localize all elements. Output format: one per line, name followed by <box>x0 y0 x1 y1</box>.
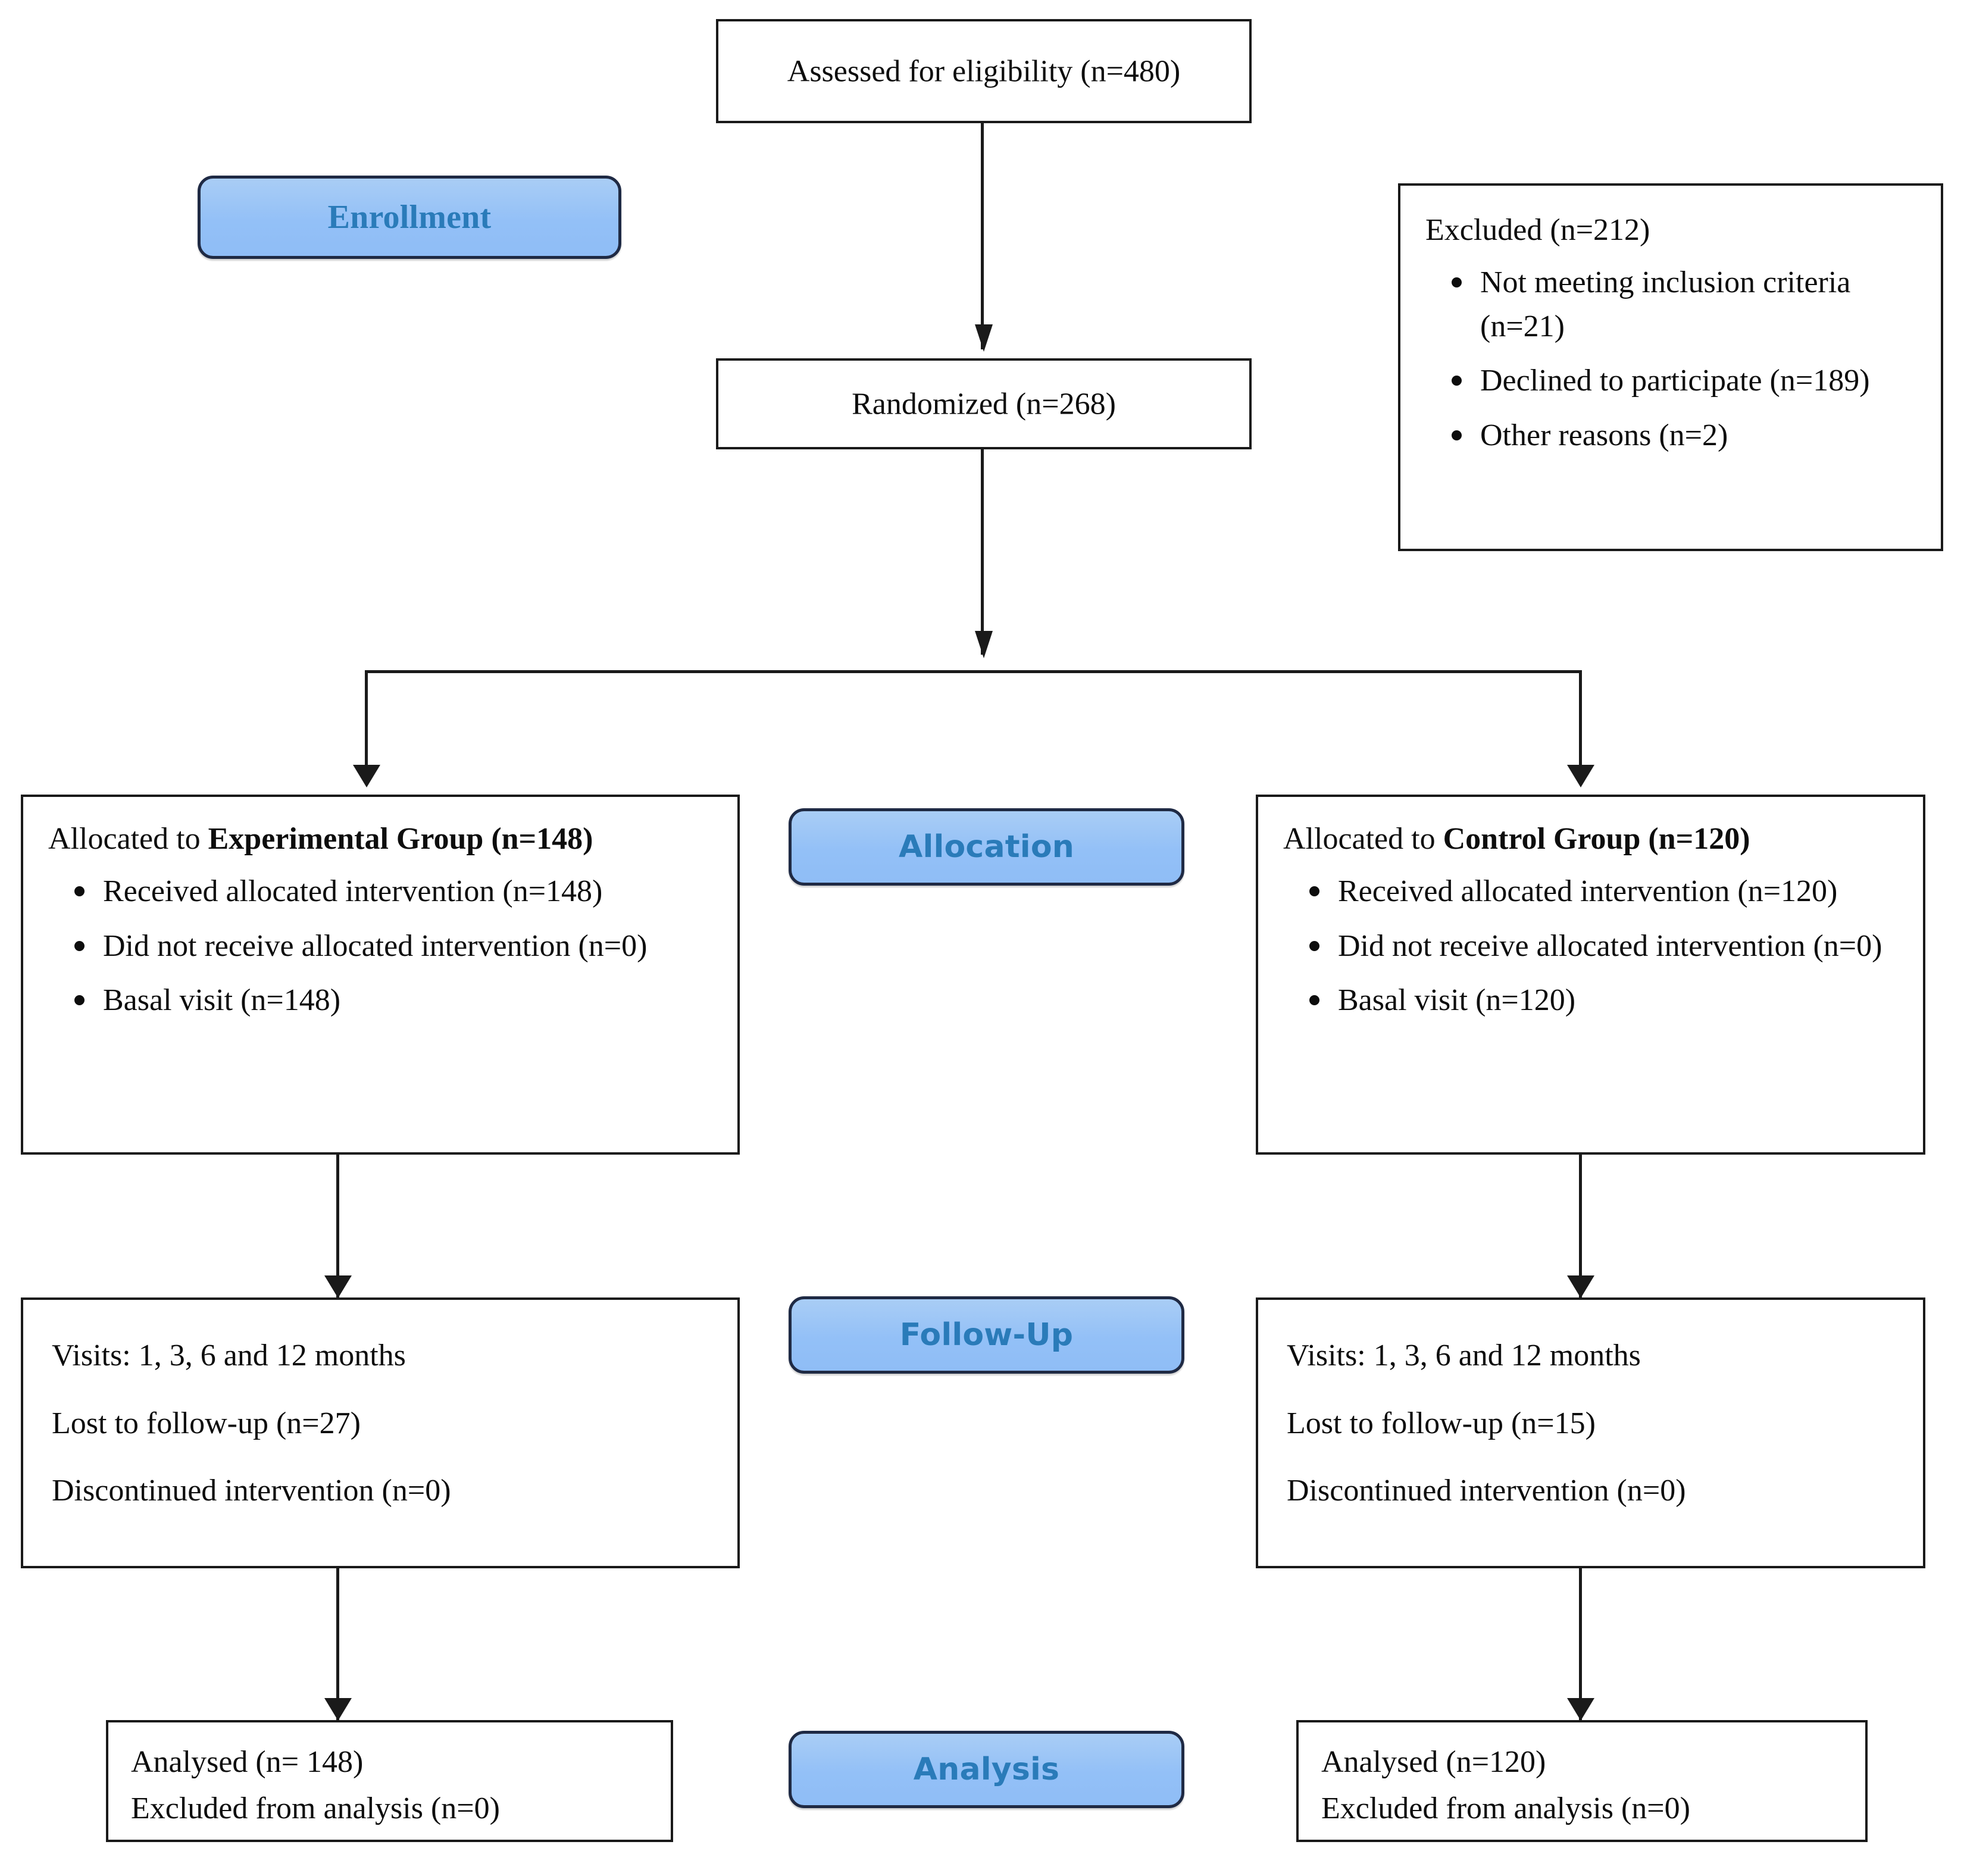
analysis-line: Analysed (n=120) <box>1321 1745 1546 1779</box>
arrowhead-to-control-followup <box>1567 1275 1594 1298</box>
connector-split-left-drop <box>365 670 368 774</box>
list-item: Not meeting inclusion criteria (n=21) <box>1425 261 1924 349</box>
arrowhead-randomized-split <box>975 631 993 658</box>
stage-badge-enrollment: Enrollment <box>198 176 621 259</box>
experimental-allocation-list: Received allocated intervention (n=148) … <box>48 870 723 1023</box>
list-item: Received allocated intervention (n=148) <box>48 870 723 914</box>
control-followup-content: Visits: 1, 3, 6 and 12 months Lost to fo… <box>1287 1336 1909 1511</box>
box-assessed-for-eligibility: Assessed for eligibility (n=480) <box>716 19 1252 123</box>
connector-control-followup-to-analysis <box>1579 1568 1582 1720</box>
experimental-followup-content: Visits: 1, 3, 6 and 12 months Lost to fo… <box>52 1336 723 1511</box>
stage-badge-analysis-label: Analysis <box>913 1752 1060 1787</box>
stage-badge-enrollment-label: Enrollment <box>327 199 492 236</box>
box-experimental-allocation: Allocated to Experimental Group (n=148) … <box>21 795 740 1155</box>
stage-badge-followup: Follow-Up <box>789 1296 1184 1374</box>
followup-line: Visits: 1, 3, 6 and 12 months <box>1287 1339 1641 1372</box>
connector-split-right-drop <box>1579 670 1582 774</box>
list-item: Declined to participate (n=189) <box>1425 359 1924 403</box>
followup-line: Discontinued intervention (n=0) <box>1287 1474 1686 1508</box>
control-allocation-list: Received allocated intervention (n=120) … <box>1283 870 1909 1023</box>
box-control-followup: Visits: 1, 3, 6 and 12 months Lost to fo… <box>1256 1297 1925 1568</box>
control-analysis-content: Analysed (n=120) Excluded from analysis … <box>1321 1741 1853 1829</box>
arrowhead-to-control-analysis <box>1567 1698 1594 1721</box>
control-allocation-content: Allocated to Control Group (n=120) Recei… <box>1283 817 1909 1023</box>
stage-badge-allocation-label: Allocation <box>899 829 1074 865</box>
followup-line: Visits: 1, 3, 6 and 12 months <box>52 1339 406 1372</box>
control-allocation-lead: Allocated to Control Group (n=120) <box>1283 817 1909 861</box>
list-item: Did not receive allocated intervention (… <box>48 924 723 968</box>
followup-line: Discontinued intervention (n=0) <box>52 1474 451 1508</box>
analysis-line: Excluded from analysis (n=0) <box>131 1791 500 1825</box>
analysis-line: Excluded from analysis (n=0) <box>1321 1791 1690 1825</box>
connector-randomized-down <box>981 449 984 655</box>
experimental-allocation-lead-bold: Experimental Group (n=148) <box>208 822 593 856</box>
experimental-allocation-content: Allocated to Experimental Group (n=148) … <box>48 817 723 1023</box>
list-item: Basal visit (n=120) <box>1283 978 1909 1023</box>
box-experimental-analysis: Analysed (n= 148) Excluded from analysis… <box>106 1720 673 1842</box>
arrowhead-to-randomized <box>975 324 993 352</box>
box-control-allocation: Allocated to Control Group (n=120) Recei… <box>1256 795 1925 1155</box>
connector-control-alloc-to-followup <box>1579 1155 1582 1297</box>
followup-line: Lost to follow-up (n=27) <box>52 1406 361 1440</box>
experimental-allocation-lead-prefix: Allocated to <box>48 822 208 856</box>
arrowhead-to-experimental-analysis <box>324 1698 352 1721</box>
stage-badge-allocation: Allocation <box>789 808 1184 886</box>
connector-split-horizontal <box>365 670 1582 673</box>
excluded-reason-list: Not meeting inclusion criteria (n=21) De… <box>1425 261 1924 458</box>
connector-assessed-to-randomized <box>981 123 984 349</box>
box-control-analysis: Analysed (n=120) Excluded from analysis … <box>1296 1720 1868 1842</box>
randomized-label: Randomized (n=268) <box>852 387 1116 421</box>
excluded-content: Excluded (n=212) Not meeting inclusion c… <box>1425 208 1924 458</box>
connector-experimental-alloc-to-followup <box>336 1155 339 1297</box>
stage-badge-analysis: Analysis <box>789 1731 1184 1808</box>
arrowhead-to-control-allocation <box>1567 765 1594 787</box>
control-allocation-lead-prefix: Allocated to <box>1283 822 1443 856</box>
list-item: Did not receive allocated intervention (… <box>1283 924 1909 968</box>
followup-line: Lost to follow-up (n=15) <box>1287 1406 1596 1440</box>
box-experimental-followup: Visits: 1, 3, 6 and 12 months Lost to fo… <box>21 1297 740 1568</box>
list-item: Basal visit (n=148) <box>48 978 723 1023</box>
excluded-lead: Excluded (n=212) <box>1425 213 1650 247</box>
connector-experimental-followup-to-analysis <box>336 1568 339 1720</box>
analysis-line: Analysed (n= 148) <box>131 1745 364 1779</box>
control-allocation-lead-bold: Control Group (n=120) <box>1443 822 1750 856</box>
assessed-label: Assessed for eligibility (n=480) <box>787 54 1181 88</box>
list-item: Received allocated intervention (n=120) <box>1283 870 1909 914</box>
experimental-analysis-content: Analysed (n= 148) Excluded from analysis… <box>131 1741 659 1829</box>
arrowhead-to-experimental-allocation <box>353 765 380 787</box>
experimental-allocation-lead: Allocated to Experimental Group (n=148) <box>48 817 723 861</box>
arrowhead-to-experimental-followup <box>324 1275 352 1298</box>
box-excluded: Excluded (n=212) Not meeting inclusion c… <box>1398 183 1943 551</box>
stage-badge-followup-label: Follow-Up <box>899 1317 1074 1353</box>
box-randomized: Randomized (n=268) <box>716 358 1252 449</box>
list-item: Other reasons (n=2) <box>1425 414 1924 458</box>
